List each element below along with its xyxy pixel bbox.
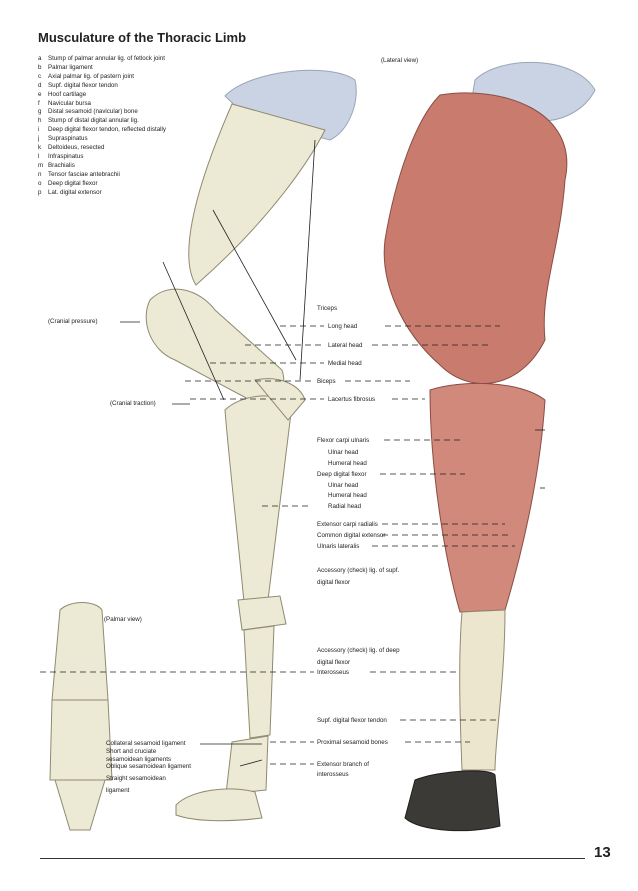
legend-item: j Supraspinatus — [38, 135, 238, 144]
legend-item: p Lat. digital extensor — [38, 189, 238, 198]
legend-item: c Axial palmar lig. of pastern joint — [38, 73, 238, 82]
olecranon — [254, 378, 306, 421]
legend-text: Deltoideus, resected — [48, 144, 105, 152]
shoulder-muscles — [383, 92, 568, 385]
legend-key: n — [38, 170, 42, 178]
legend-text: Infraspinatus — [48, 152, 84, 160]
scapula-cartilage — [224, 69, 357, 141]
legend-text: Stump of palmar annular lig. of fetlock … — [48, 55, 165, 62]
legend-key: g — [38, 108, 42, 116]
pastern — [225, 735, 269, 795]
legend-text: Lat. digital extensor — [48, 188, 102, 196]
fcu-label: Flexor carpi ulnaris — [317, 437, 370, 444]
legend-text: Hoof cartilage — [48, 90, 87, 98]
legend-text: Axial palmar lig. of pastern joint — [48, 72, 134, 80]
medial-head-label: Medial head — [328, 360, 362, 367]
cranial-traction-label: (Cranial traction) — [110, 400, 156, 407]
legend-item: o Deep digital flexor — [38, 180, 238, 189]
straight-ses-label: Straight sesamoidean ligament — [106, 775, 166, 794]
legend-item: l Infraspinatus — [38, 153, 238, 162]
legend-text: Tensor fasciae antebrachii — [48, 170, 120, 178]
legend-key: h — [38, 117, 42, 125]
legend-item: m Brachialis — [38, 162, 238, 171]
ext-branch-label: Extensor branch of interosseus — [317, 761, 369, 778]
ddf-label: Deep digital flexor — [317, 471, 367, 478]
acc-supf-label: Accessory (check) lig. of supf. digital … — [317, 567, 400, 586]
biceps-label: Biceps — [317, 378, 336, 385]
scapula — [188, 103, 326, 286]
legend-text: Distal sesamoid (navicular) bone — [48, 108, 138, 116]
legend-key: j — [38, 135, 40, 143]
legend-item: d Supf. digital flexor tendon — [38, 82, 238, 91]
hoof — [404, 770, 501, 832]
palmar-view-label: (Palmar view) — [104, 616, 142, 623]
footer-rule — [40, 858, 585, 859]
legend-key: c — [38, 72, 42, 80]
legend: a Stump of palmar annular lig. of fetlock… — [38, 55, 238, 198]
legend-text: Supf. digital flexor tendon — [48, 81, 118, 89]
fcu-humeral-label: Humeral head — [328, 460, 367, 467]
ddf-ulnar-label: Ulnar head — [328, 482, 359, 489]
lateral-view-label: (Lateral view) — [381, 57, 419, 64]
legend-text: Deep digital flexor tendon, reflected di… — [48, 126, 166, 134]
legend-key: a — [38, 55, 42, 62]
legend-key: o — [38, 179, 42, 187]
legend-item: b Palmar ligament — [38, 64, 238, 73]
legend-item: n Tensor fasciae antebrachii — [38, 171, 238, 180]
ulnaris-label: Ulnaris lateralis — [317, 543, 360, 550]
fcu-ulnar-label: Ulnar head — [328, 449, 359, 456]
ddf-radial-label: Radial head — [328, 503, 362, 510]
cannon — [243, 625, 275, 739]
lacertus-label: Lacertus fibrosus — [328, 396, 376, 403]
acc-deep-label: Accessory (check) lig. of deep digital f… — [317, 647, 400, 666]
forearm-muscles — [429, 382, 546, 613]
coffin — [175, 788, 263, 822]
long-head-label: Long head — [328, 323, 358, 330]
lateral-head-label: Lateral head — [328, 342, 363, 349]
cranial-pressure-label: (Cranial pressure) — [48, 318, 98, 325]
legend-text: Palmar ligament — [48, 63, 93, 71]
legend-key: l — [38, 152, 40, 160]
coll-ses-label: Collateral sesamoid ligament — [106, 740, 186, 747]
interosseus-label: Interosseus — [317, 669, 349, 676]
prox-ses-label: Proximal sesamoid bones — [317, 739, 388, 746]
forearm — [224, 395, 293, 603]
legend-item: f Navicular bursa — [38, 100, 238, 109]
leader-lines — [40, 139, 545, 767]
obl-ses-label: Oblique sesamoidean ligament — [106, 763, 191, 770]
lower-limb — [459, 609, 506, 771]
legend-text: Navicular bursa — [48, 99, 91, 107]
cde-label: Common digital extensor — [317, 532, 386, 539]
ddf-humeral-label: Humeral head — [328, 492, 367, 499]
carpus — [237, 595, 287, 631]
legend-item: a Stump of palmar annular lig. of fetlock… — [38, 55, 238, 64]
legend-text: Stump of distal digital annular lig. — [48, 117, 139, 125]
legend-text: Deep digital flexor — [48, 179, 98, 187]
legend-key: e — [38, 90, 42, 98]
legend-text: Supraspinatus — [48, 135, 88, 143]
legend-key: d — [38, 81, 42, 89]
triceps-label: Triceps — [317, 305, 338, 312]
legend-item: e Hoof cartilage — [38, 91, 238, 100]
page-number: 13 — [594, 844, 611, 861]
legend-key: f — [38, 99, 40, 107]
legend-key: i — [38, 126, 40, 134]
legend-key: b — [38, 63, 42, 71]
muscle-figure — [383, 61, 596, 832]
legend-key: m — [38, 161, 44, 169]
skeleton-figure — [145, 69, 357, 822]
legend-item: h Stump of distal digital annular lig. — [38, 117, 238, 126]
ecr-label: Extensor carpi radialis — [317, 521, 378, 528]
legend-item: k Deltoideus, resected — [38, 144, 238, 153]
legend-text: Brachialis — [48, 161, 75, 169]
legend-item: i Deep digital flexor tendon, reflected d… — [38, 126, 238, 135]
legend-key: k — [38, 144, 42, 152]
sdft-label: Supf. digital flexor tendon — [317, 717, 387, 724]
legend-item: g Distal sesamoid (navicular) bone — [38, 108, 238, 117]
palmar-view-figure — [49, 602, 113, 831]
page-title: Musculature of the Thoracic Limb — [38, 30, 247, 45]
legend-key: p — [38, 188, 42, 196]
short-cruc-label: Short and cruciate sesamoidean ligaments — [106, 748, 172, 763]
